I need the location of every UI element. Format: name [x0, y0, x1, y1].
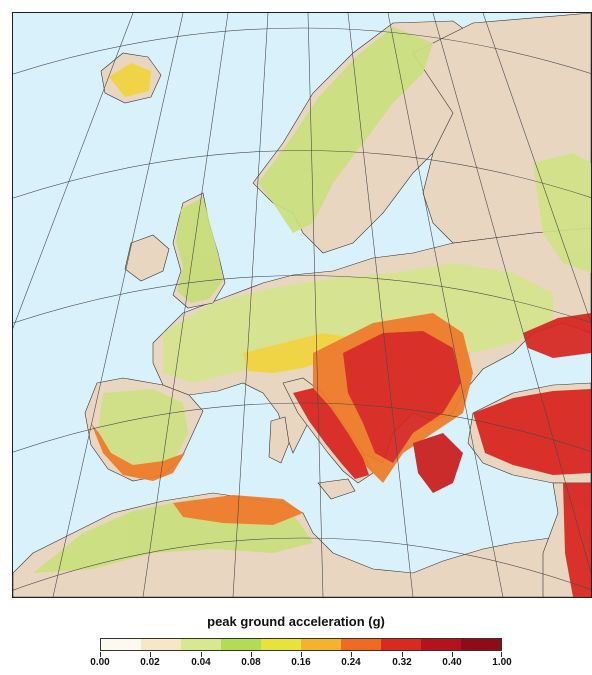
hazard-zone-very-high-balkans — [343, 331, 461, 463]
legend-color-segment — [421, 639, 461, 650]
longitude-line — [482, 13, 591, 324]
legend-tick-label: 0.00 — [90, 657, 110, 668]
legend-tick-label: 0.40 — [442, 657, 462, 668]
hazard-zone-very-high-anatolia — [473, 389, 591, 475]
legend-tick — [351, 652, 352, 657]
legend-color-segment — [181, 639, 221, 650]
land-sicily — [317, 478, 356, 500]
legend-tick — [452, 652, 453, 657]
legend-color-segment — [381, 639, 421, 650]
longitude-line — [142, 13, 229, 597]
hazard-zone-low-britain — [176, 197, 223, 303]
latitude-line — [13, 150, 591, 199]
legend-labels: 0.00 0.02 0.04 0.08 0.16 0.24 0.32 0.40 1.00 — [90, 657, 511, 671]
legend-tick-label: 0.16 — [291, 657, 311, 668]
hazard-zone-very-high-crimea — [523, 313, 591, 358]
legend-tick — [201, 652, 202, 657]
legend-tick-label: 1.00 — [492, 657, 512, 668]
latitude-line — [13, 402, 591, 453]
latitude-line — [13, 27, 591, 75]
longitude-line — [13, 13, 134, 329]
latitude-line — [13, 275, 591, 324]
legend-ticks — [100, 652, 502, 660]
land-ireland — [124, 234, 170, 282]
legend-color-bar — [100, 638, 502, 651]
legend-color-segment — [101, 639, 141, 650]
legend-tick — [251, 652, 252, 657]
legend-tick-label: 0.08 — [241, 657, 261, 668]
hazard-zone-low-russia — [533, 153, 591, 273]
legend-tick — [150, 652, 151, 657]
legend-color-segment — [301, 639, 341, 650]
longitude-line — [432, 13, 591, 574]
legend-color-segment — [221, 639, 261, 650]
hazard-zone-high-iberia — [91, 423, 185, 481]
hazard-zone-low-scandinavia — [258, 27, 433, 233]
hazard-overlay — [33, 27, 591, 597]
legend-tick — [301, 652, 302, 657]
latitude-line — [13, 537, 591, 591]
map-panel — [12, 12, 592, 598]
hazard-zone-very-high-greece — [413, 433, 463, 493]
legend-color-segment — [341, 639, 381, 650]
longitude-line — [387, 13, 504, 597]
legend-tick — [501, 652, 502, 657]
legend-color-segment — [461, 639, 501, 650]
legend-tick-label: 0.32 — [392, 657, 412, 668]
graticule-lines — [13, 13, 591, 597]
hazard-zone-mid-alps — [243, 333, 353, 373]
longitude-line — [347, 13, 414, 597]
legend-tick-label: 0.02 — [140, 657, 160, 668]
legend-tick-label: 0.24 — [341, 657, 361, 668]
land-sardinia — [268, 416, 290, 464]
legend-color-segment — [261, 639, 301, 650]
hazard-zone-very-high-italy — [293, 388, 369, 479]
longitude-line — [307, 13, 324, 597]
legend-tick — [402, 652, 403, 657]
legend-title: peak ground acceleration (g) — [207, 614, 385, 629]
hazard-zone-mid-iceland — [109, 63, 151, 97]
legend-tick — [100, 652, 101, 657]
hazard-zone-low-iberia — [97, 389, 188, 473]
longitude-line — [52, 13, 184, 597]
europe-hazard-map — [13, 13, 591, 597]
hazard-zone-very-high-levant — [563, 483, 591, 597]
legend-tick-label: 0.04 — [191, 657, 211, 668]
legend-color-segment — [141, 639, 181, 650]
longitude-line — [232, 13, 269, 597]
